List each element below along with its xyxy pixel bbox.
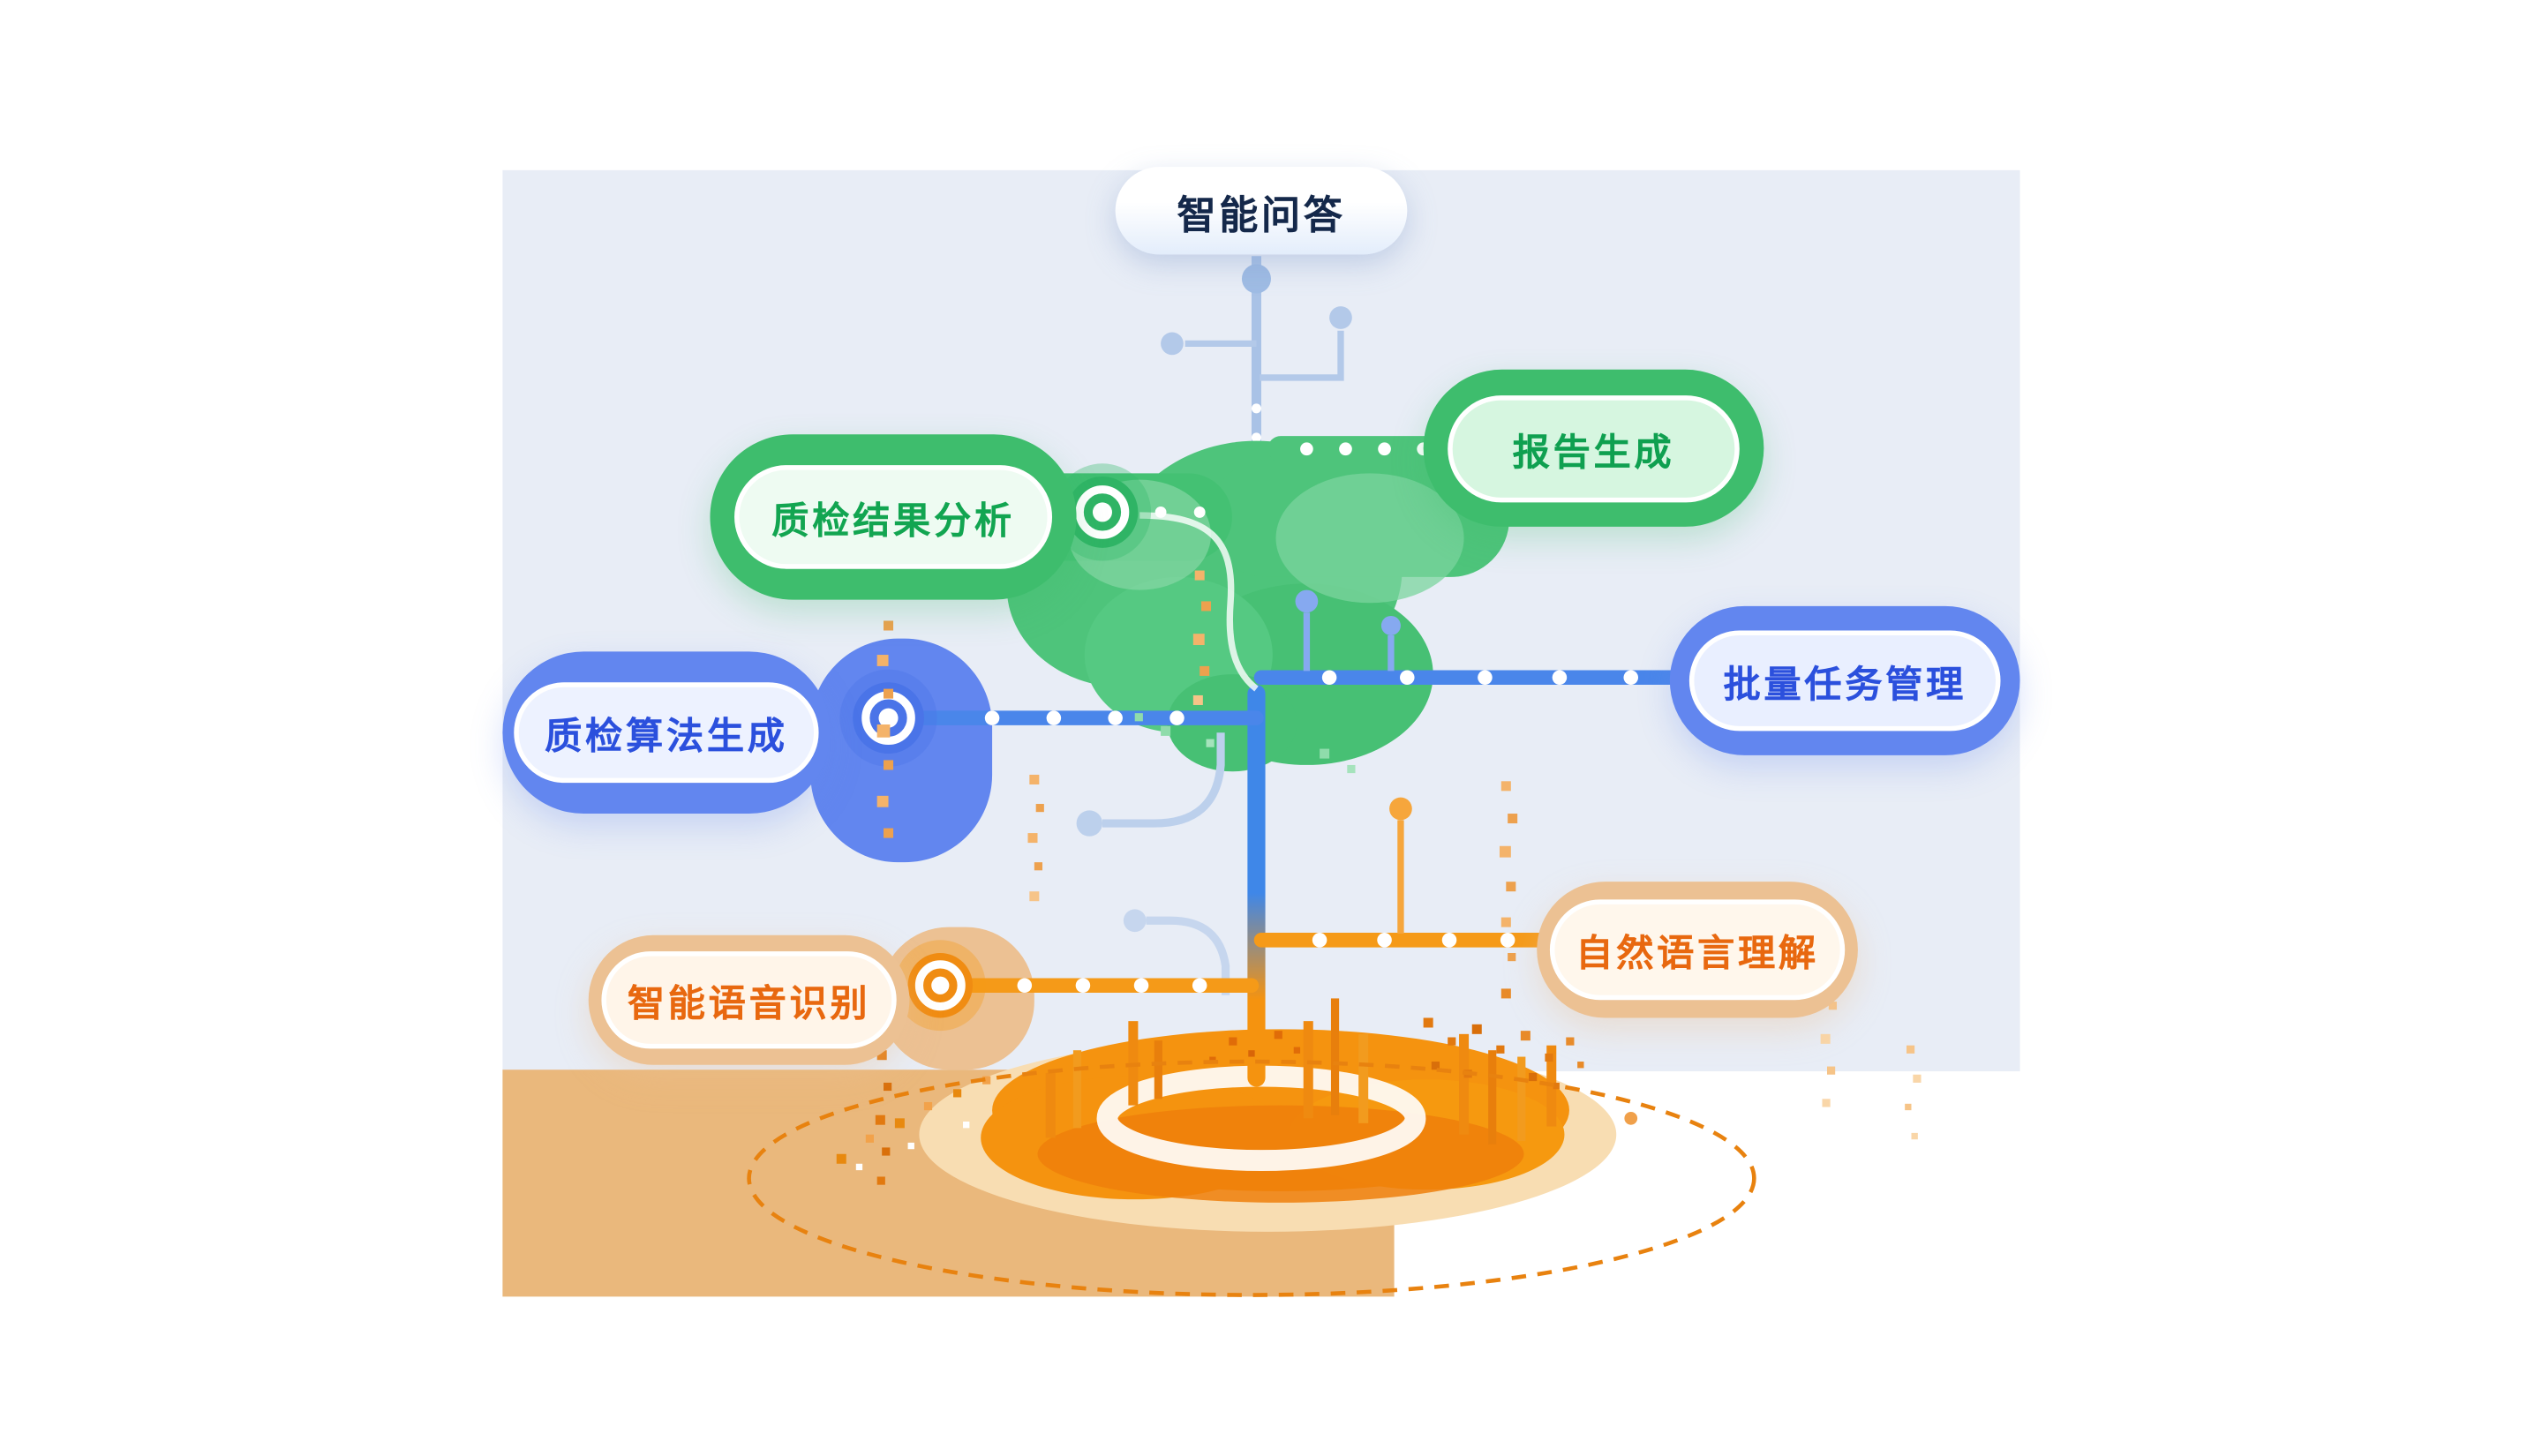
node-qa-label: 智能问答 [1177, 191, 1346, 238]
node-report-generation-label: 报告生成 [1512, 432, 1675, 475]
node-qc-algorithm-generation-pill: 质检算法生成 [514, 682, 819, 784]
node-qa: 智能问答 [1115, 167, 1408, 255]
node-qc-algorithm-generation-label: 质检算法生成 [545, 716, 788, 759]
node-report-generation: 报告生成 [1423, 369, 1764, 527]
node-asr: 智能语音识别 [588, 934, 910, 1065]
node-report-generation-pill: 报告生成 [1448, 394, 1740, 502]
node-qc-algorithm-generation: 质检算法生成 [502, 651, 831, 814]
node-batch-task-management: 批量任务管理 [1669, 605, 2020, 755]
node-batch-task-management-label: 批量任务管理 [1723, 664, 1967, 707]
node-asr-label: 智能语音识别 [627, 983, 871, 1026]
ground-rectangle [502, 1069, 1395, 1297]
node-qc-result-analysis-pill: 质检结果分析 [734, 465, 1053, 569]
node-qc-result-analysis: 质检结果分析 [710, 434, 1077, 600]
node-nlu-label: 自然语言理解 [1576, 933, 1819, 976]
node-nlu: 自然语言理解 [1537, 882, 1858, 1018]
node-batch-task-management-pill: 批量任务管理 [1688, 630, 2001, 732]
node-nlu-pill: 自然语言理解 [1549, 899, 1846, 1001]
node-qc-result-analysis-label: 质检结果分析 [771, 500, 1015, 544]
node-asr-pill: 智能语音识别 [601, 951, 897, 1049]
